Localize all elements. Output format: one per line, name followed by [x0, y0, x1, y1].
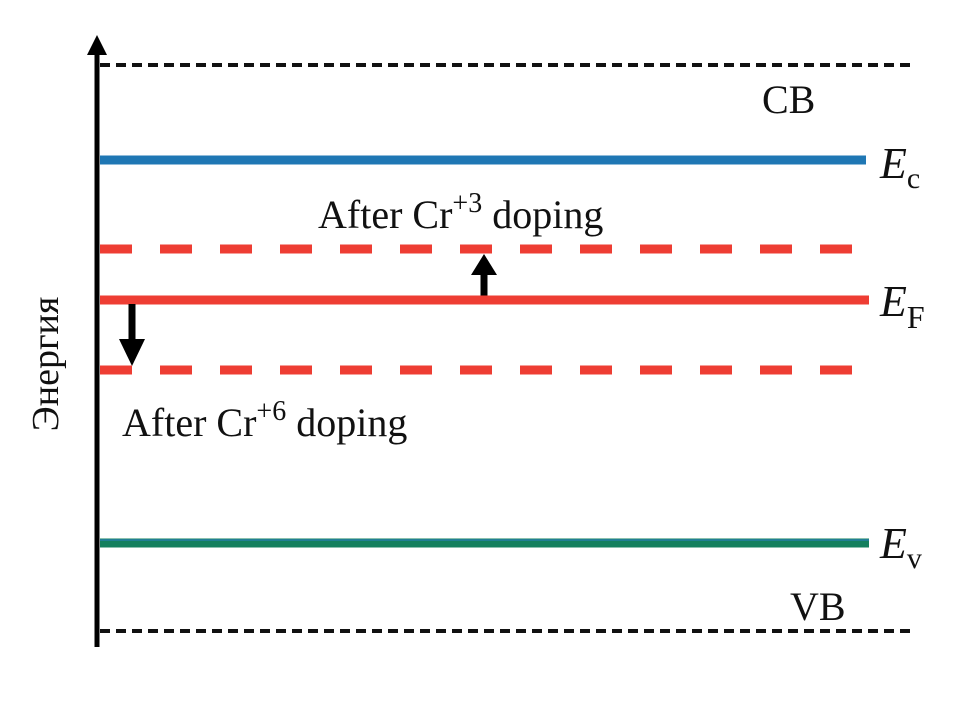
ec-label: Ec [879, 139, 920, 195]
ev-label: Ev [879, 519, 922, 575]
cr3-charge: +3 [452, 188, 482, 219]
energy-axis-arrowhead [87, 35, 107, 55]
ef-subscript: F [907, 299, 925, 335]
ef-symbol: E [879, 277, 907, 326]
cr6-doping-label: After Cr+6 doping [122, 396, 407, 445]
vb-label: VB [790, 584, 846, 629]
ev-symbol: E [879, 519, 907, 568]
energy-axis-label: Энергия [25, 297, 67, 432]
ev-subscript: v [907, 542, 922, 575]
cr3-label-suffix: doping [482, 192, 603, 237]
ec-symbol: E [879, 139, 907, 188]
shift-up-arrow [471, 254, 497, 297]
ef-label: EF [879, 277, 925, 335]
ec-subscript: c [907, 162, 920, 195]
cb-label: CB [762, 77, 815, 122]
shift-down-arrow [119, 304, 145, 366]
cr6-charge: +6 [256, 396, 286, 427]
cr3-label-prefix: After Cr [318, 192, 452, 237]
energy-axis [87, 35, 107, 647]
cr3-doping-label: After Cr+3 doping [318, 188, 603, 237]
cr6-label-suffix: doping [286, 400, 407, 445]
cr6-label-prefix: After Cr [122, 400, 256, 445]
